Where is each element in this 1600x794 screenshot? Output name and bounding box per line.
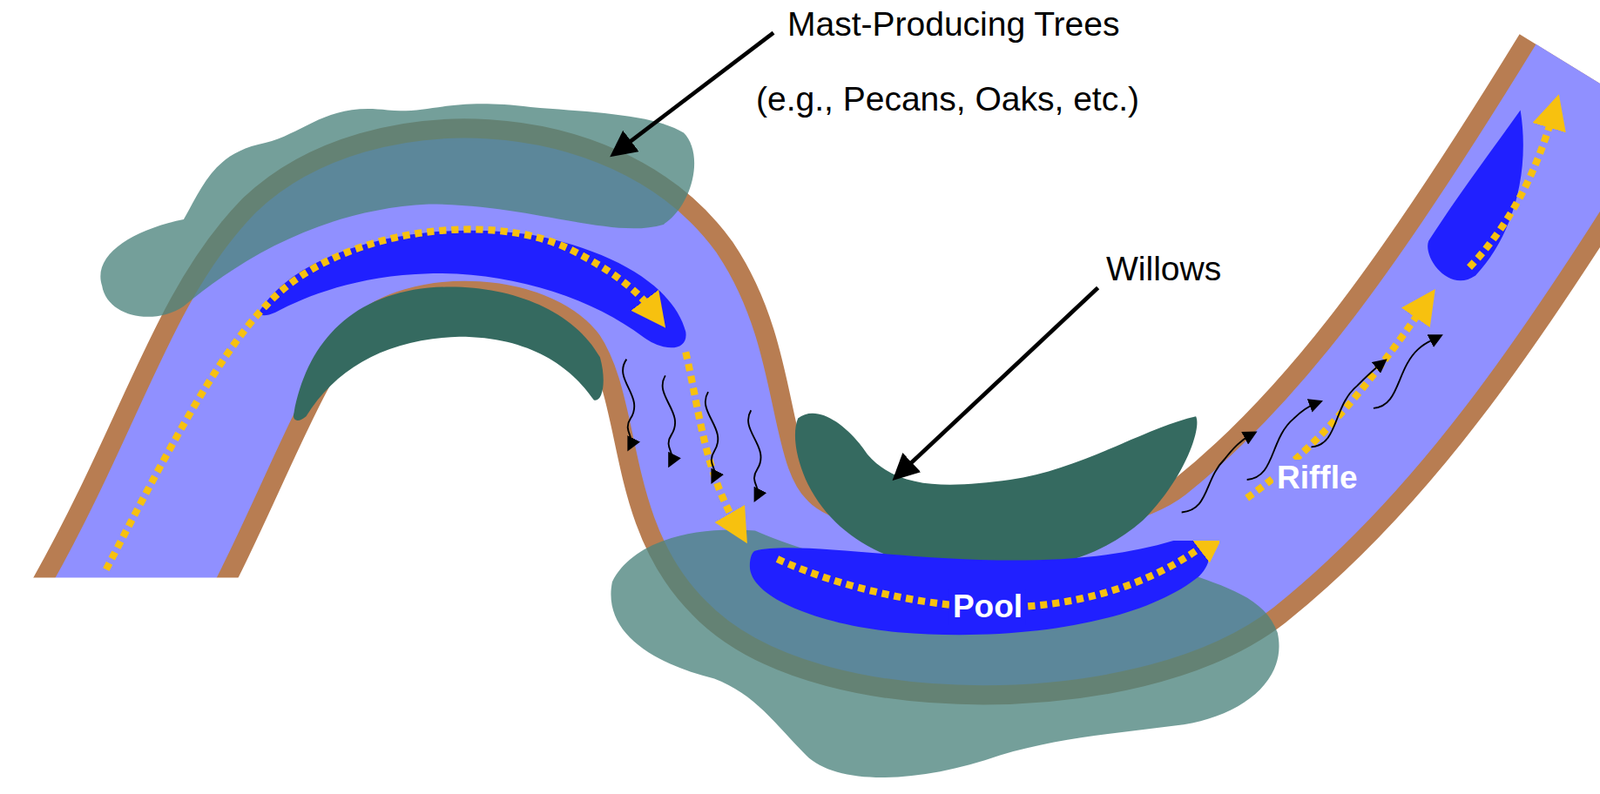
pool-label: Pool bbox=[949, 589, 1027, 626]
callout-label: Willows bbox=[1106, 249, 1222, 290]
mast-tree-canopy bbox=[100, 103, 695, 318]
leader-line bbox=[620, 33, 774, 150]
willow-stand bbox=[293, 287, 604, 421]
pool-area bbox=[259, 230, 686, 349]
callout-label: Mast-Producing Trees bbox=[787, 5, 1121, 45]
reach-label: Riffle bbox=[1273, 459, 1362, 498]
current-arrow bbox=[622, 337, 1437, 513]
willow-stand bbox=[795, 413, 1197, 573]
ground bbox=[0, 577, 245, 701]
pool-area bbox=[1427, 110, 1524, 282]
callout-note: (e.g., Pecans, Oaks, etc.) bbox=[756, 80, 1140, 120]
pool-area: Pool bbox=[744, 540, 1220, 643]
flow-path bbox=[106, 114, 1553, 570]
leader-line bbox=[902, 288, 1099, 473]
mast-tree-canopy bbox=[610, 529, 1279, 777]
